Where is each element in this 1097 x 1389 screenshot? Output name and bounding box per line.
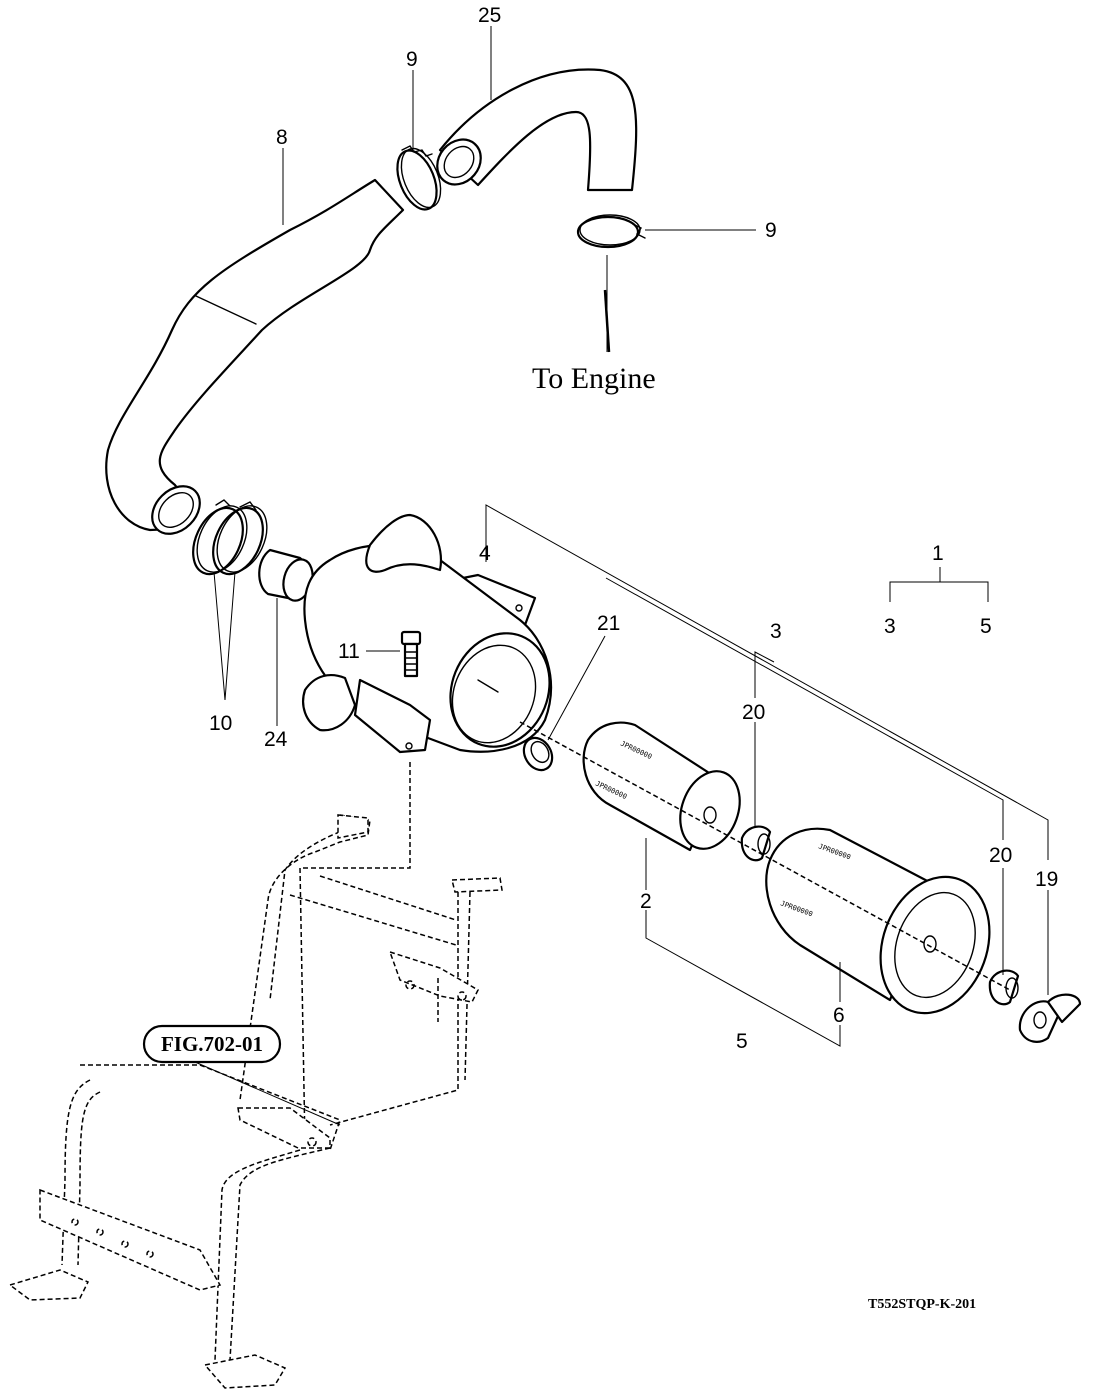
callout-10: 10 — [209, 712, 232, 735]
wing-nut-part-19 — [1018, 993, 1082, 1043]
hose-elbow-part-25 — [436, 68, 638, 192]
callout-9-top: 9 — [406, 48, 418, 71]
callout-1: 1 — [932, 542, 944, 565]
callout-2: 2 — [640, 890, 652, 913]
to-engine-note: To Engine — [532, 362, 656, 395]
figure-reference-text: FIG.702-01 — [161, 1032, 263, 1056]
inner-filter-element-part-2: JPR00000 JPR00000 — [582, 721, 741, 852]
callout-5-tree: 5 — [980, 615, 992, 638]
intake-hose-part-8 — [105, 178, 405, 535]
bolt-part-11 — [400, 630, 422, 678]
callout-8: 8 — [276, 126, 288, 149]
callout-5: 5 — [736, 1030, 748, 1053]
hose-clamp-part-9-upper — [396, 145, 442, 211]
grommet-part-20-upper — [740, 825, 772, 862]
valve-part-21 — [522, 736, 554, 772]
outer-filter-element-part-6: JPR00000 JPR00000 — [765, 827, 991, 1015]
callout-24: 24 — [264, 728, 288, 751]
hose-clamps-part-10 — [192, 499, 268, 576]
leader-lines — [194, 26, 1049, 1126]
grommet-part-20-lower — [988, 969, 1020, 1006]
callout-labels: 25 9 8 9 1 4 3 5 21 3 11 20 10 24 20 19 … — [209, 4, 1058, 1053]
air-cleaner-housing-part-4 — [302, 513, 553, 754]
callout-19: 19 — [1035, 868, 1058, 891]
callout-20-lower: 20 — [989, 844, 1012, 867]
callout-9-right: 9 — [765, 219, 777, 242]
callout-3: 3 — [770, 620, 782, 643]
mounting-frame-dashed — [8, 762, 503, 1389]
callout-6: 6 — [833, 1004, 845, 1027]
drawing-code: T552STQP-K-201 — [868, 1297, 976, 1312]
callout-20-upper: 20 — [742, 701, 765, 724]
callout-25: 25 — [478, 4, 501, 27]
callout-3-tree: 3 — [884, 615, 896, 638]
callout-11: 11 — [338, 640, 360, 663]
callout-21: 21 — [597, 612, 620, 635]
callout-4: 4 — [479, 542, 491, 565]
assembly-axis-line — [519, 721, 1011, 991]
figure-reference-link[interactable]: FIG.702-01 — [142, 1024, 282, 1064]
hose-clamp-part-9-lower — [576, 214, 646, 249]
